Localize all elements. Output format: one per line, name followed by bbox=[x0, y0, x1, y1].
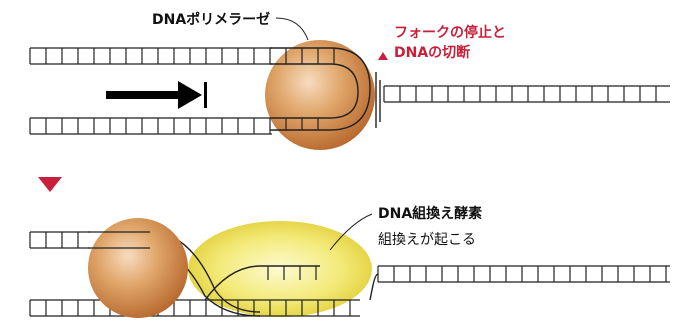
right-duplex bbox=[383, 85, 670, 103]
polymerase-sphere-bottom bbox=[88, 218, 188, 318]
polymerase-leader-line bbox=[275, 17, 309, 41]
fork-stop-label-line2: DNAの切断 bbox=[394, 44, 470, 61]
fork-stop-marker bbox=[378, 52, 388, 60]
fork-strands bbox=[270, 47, 381, 131]
bottom-right-duplex bbox=[377, 265, 670, 283]
exchange-rungs bbox=[267, 266, 317, 280]
strands-over-sphere bbox=[88, 231, 150, 249]
recombination-text: 組換えが起こる bbox=[378, 232, 476, 248]
polymerase-label: DNAポリメラーゼ bbox=[152, 11, 270, 28]
fork-stop-label-line1: フォークの停止と bbox=[394, 24, 506, 41]
left-lower-strand bbox=[29, 117, 272, 135]
top-panel: DNAポリメラーゼ フォークの停止と DNAの切断 bbox=[29, 11, 670, 150]
step-down-arrow bbox=[38, 177, 62, 192]
recombinase-leader-line bbox=[329, 213, 373, 251]
fork-rungs bbox=[285, 48, 335, 130]
direction-arrow bbox=[106, 81, 207, 109]
recombinase-label: DNA組換え酵素 bbox=[378, 205, 482, 222]
bottom-panel: DNA組換え酵素 組換えが起こる bbox=[29, 205, 670, 318]
bottom-left-upper-strand bbox=[29, 231, 90, 249]
recombinase-blob bbox=[188, 221, 372, 317]
left-upper-strand bbox=[29, 47, 272, 65]
